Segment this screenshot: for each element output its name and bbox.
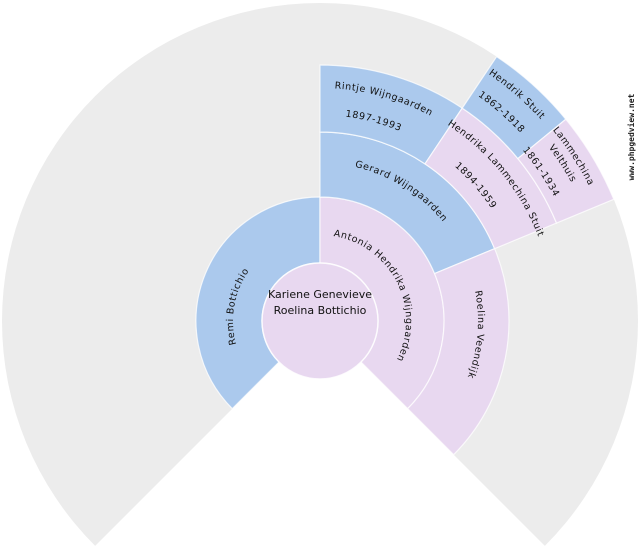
center-person-name-line2[interactable]: Roelina Bottichio <box>274 304 367 317</box>
sector-lammechina-velthuis[interactable] <box>517 118 615 224</box>
sector-roelina-veendijk[interactable] <box>406 247 510 456</box>
center-person-disc[interactable] <box>261 262 379 380</box>
center-person-name-line1[interactable]: Kariene Genevieve <box>268 288 372 301</box>
phpgedview-watermark[interactable]: www.phpgedview.net <box>627 93 636 181</box>
